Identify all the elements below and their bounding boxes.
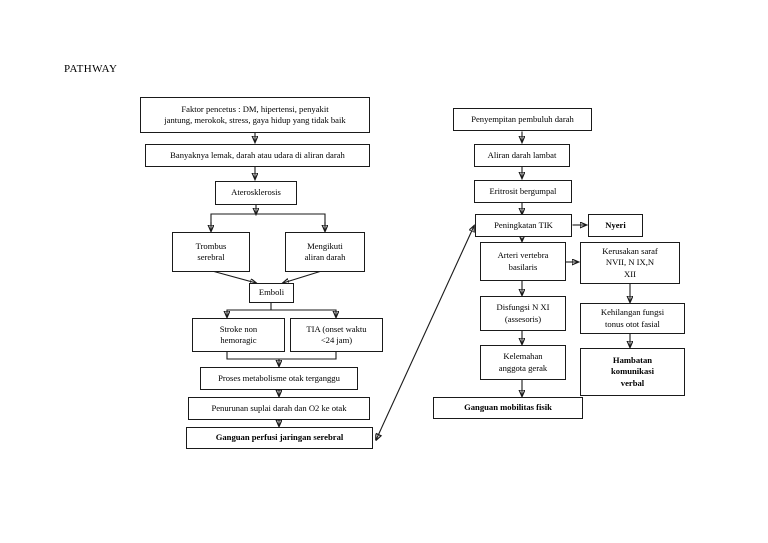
node-kerusakan-saraf: Kerusakan saraf NVII, N IX,N XII bbox=[580, 242, 680, 284]
node-ganguan-perfusi: Ganguan perfusi jaringan serebral bbox=[186, 427, 373, 449]
node-ganguan-perfusi-label: Ganguan perfusi jaringan serebral bbox=[215, 432, 344, 443]
node-trombus-serebral: Trombus serebral bbox=[172, 232, 250, 272]
node-proses-metabolisme: Proses metabolisme otak terganggu bbox=[200, 367, 358, 390]
node-aliran-darah-lambat: Aliran darah lambat bbox=[474, 144, 570, 167]
node-faktor-pencetus-label: Faktor pencetus : DM, hipertensi, penyak… bbox=[164, 103, 346, 125]
node-penurunan-suplai-label: Penurunan suplai darah dan O2 ke otak bbox=[211, 402, 347, 413]
node-ganguan-mobilitas-label: Ganguan mobilitas fisik bbox=[464, 402, 552, 413]
node-banyaknya-lemak: Banyaknya lemak, darah atau udara di ali… bbox=[145, 144, 370, 167]
node-aliran-darah-lambat-label: Aliran darah lambat bbox=[487, 149, 557, 160]
node-faktor-pencetus: Faktor pencetus : DM, hipertensi, penyak… bbox=[140, 97, 370, 133]
node-stroke-non-hemoragic: Stroke non hemoragic bbox=[192, 318, 285, 352]
page-title: PATHWAY bbox=[64, 63, 118, 75]
node-arteri-vertebra: Arteri vertebra basilaris bbox=[480, 242, 566, 281]
node-penyempitan-pembuluh: Penyempitan pembuluh darah bbox=[453, 108, 592, 131]
node-banyaknya-lemak-label: Banyaknya lemak, darah atau udara di ali… bbox=[170, 149, 345, 160]
node-aterosklerosis-label: Aterosklerosis bbox=[231, 187, 281, 198]
node-tia-label: TIA (onset waktu <24 jam) bbox=[306, 323, 367, 345]
node-eritrosit-bergumpal-label: Eritrosit bergumpal bbox=[489, 185, 557, 196]
node-nyeri: Nyeri bbox=[588, 214, 643, 237]
node-penyempitan-pembuluh-label: Penyempitan pembuluh darah bbox=[471, 113, 574, 124]
node-kehilangan-fungsi: Kehilangan fungsi tonus otot fasial bbox=[580, 303, 685, 334]
node-mengikuti-aliran-darah: Mengikuti aliran darah bbox=[285, 232, 365, 272]
node-emboli: Emboli bbox=[249, 283, 294, 303]
node-hambatan-komunikasi: Hambatan komunikasi verbal bbox=[580, 348, 685, 396]
node-kelemahan-anggota-label: Kelemahan anggota gerak bbox=[498, 351, 548, 373]
node-kehilangan-fungsi-label: Kehilangan fungsi tonus otot fasial bbox=[600, 307, 665, 329]
node-stroke-non-hemoragic-label: Stroke non hemoragic bbox=[219, 323, 258, 345]
node-aterosklerosis: Aterosklerosis bbox=[215, 181, 297, 205]
node-peningkatan-tik-label: Peningkatan TIK bbox=[494, 219, 553, 230]
node-mengikuti-aliran-darah-label: Mengikuti aliran darah bbox=[304, 240, 346, 262]
node-proses-metabolisme-label: Proses metabolisme otak terganggu bbox=[218, 372, 340, 383]
node-hambatan-komunikasi-label: Hambatan komunikasi verbal bbox=[611, 354, 654, 388]
node-emboli-label: Emboli bbox=[258, 287, 285, 298]
node-ganguan-mobilitas: Ganguan mobilitas fisik bbox=[433, 397, 583, 419]
node-nyeri-label: Nyeri bbox=[605, 219, 626, 230]
node-disfungsi-n-xi-label: Disfungsi N XI (assesoris) bbox=[496, 302, 550, 324]
node-peningkatan-tik: Peningkatan TIK bbox=[475, 214, 572, 237]
node-tia: TIA (onset waktu <24 jam) bbox=[290, 318, 383, 352]
node-penurunan-suplai: Penurunan suplai darah dan O2 ke otak bbox=[188, 397, 370, 420]
node-eritrosit-bergumpal: Eritrosit bergumpal bbox=[474, 180, 572, 203]
node-kelemahan-anggota: Kelemahan anggota gerak bbox=[480, 345, 566, 380]
node-arteri-vertebra-label: Arteri vertebra basilaris bbox=[497, 250, 549, 272]
node-kerusakan-saraf-label: Kerusakan saraf NVII, N IX,N XII bbox=[602, 245, 658, 279]
node-trombus-serebral-label: Trombus serebral bbox=[195, 240, 227, 262]
node-disfungsi-n-xi: Disfungsi N XI (assesoris) bbox=[480, 296, 566, 331]
